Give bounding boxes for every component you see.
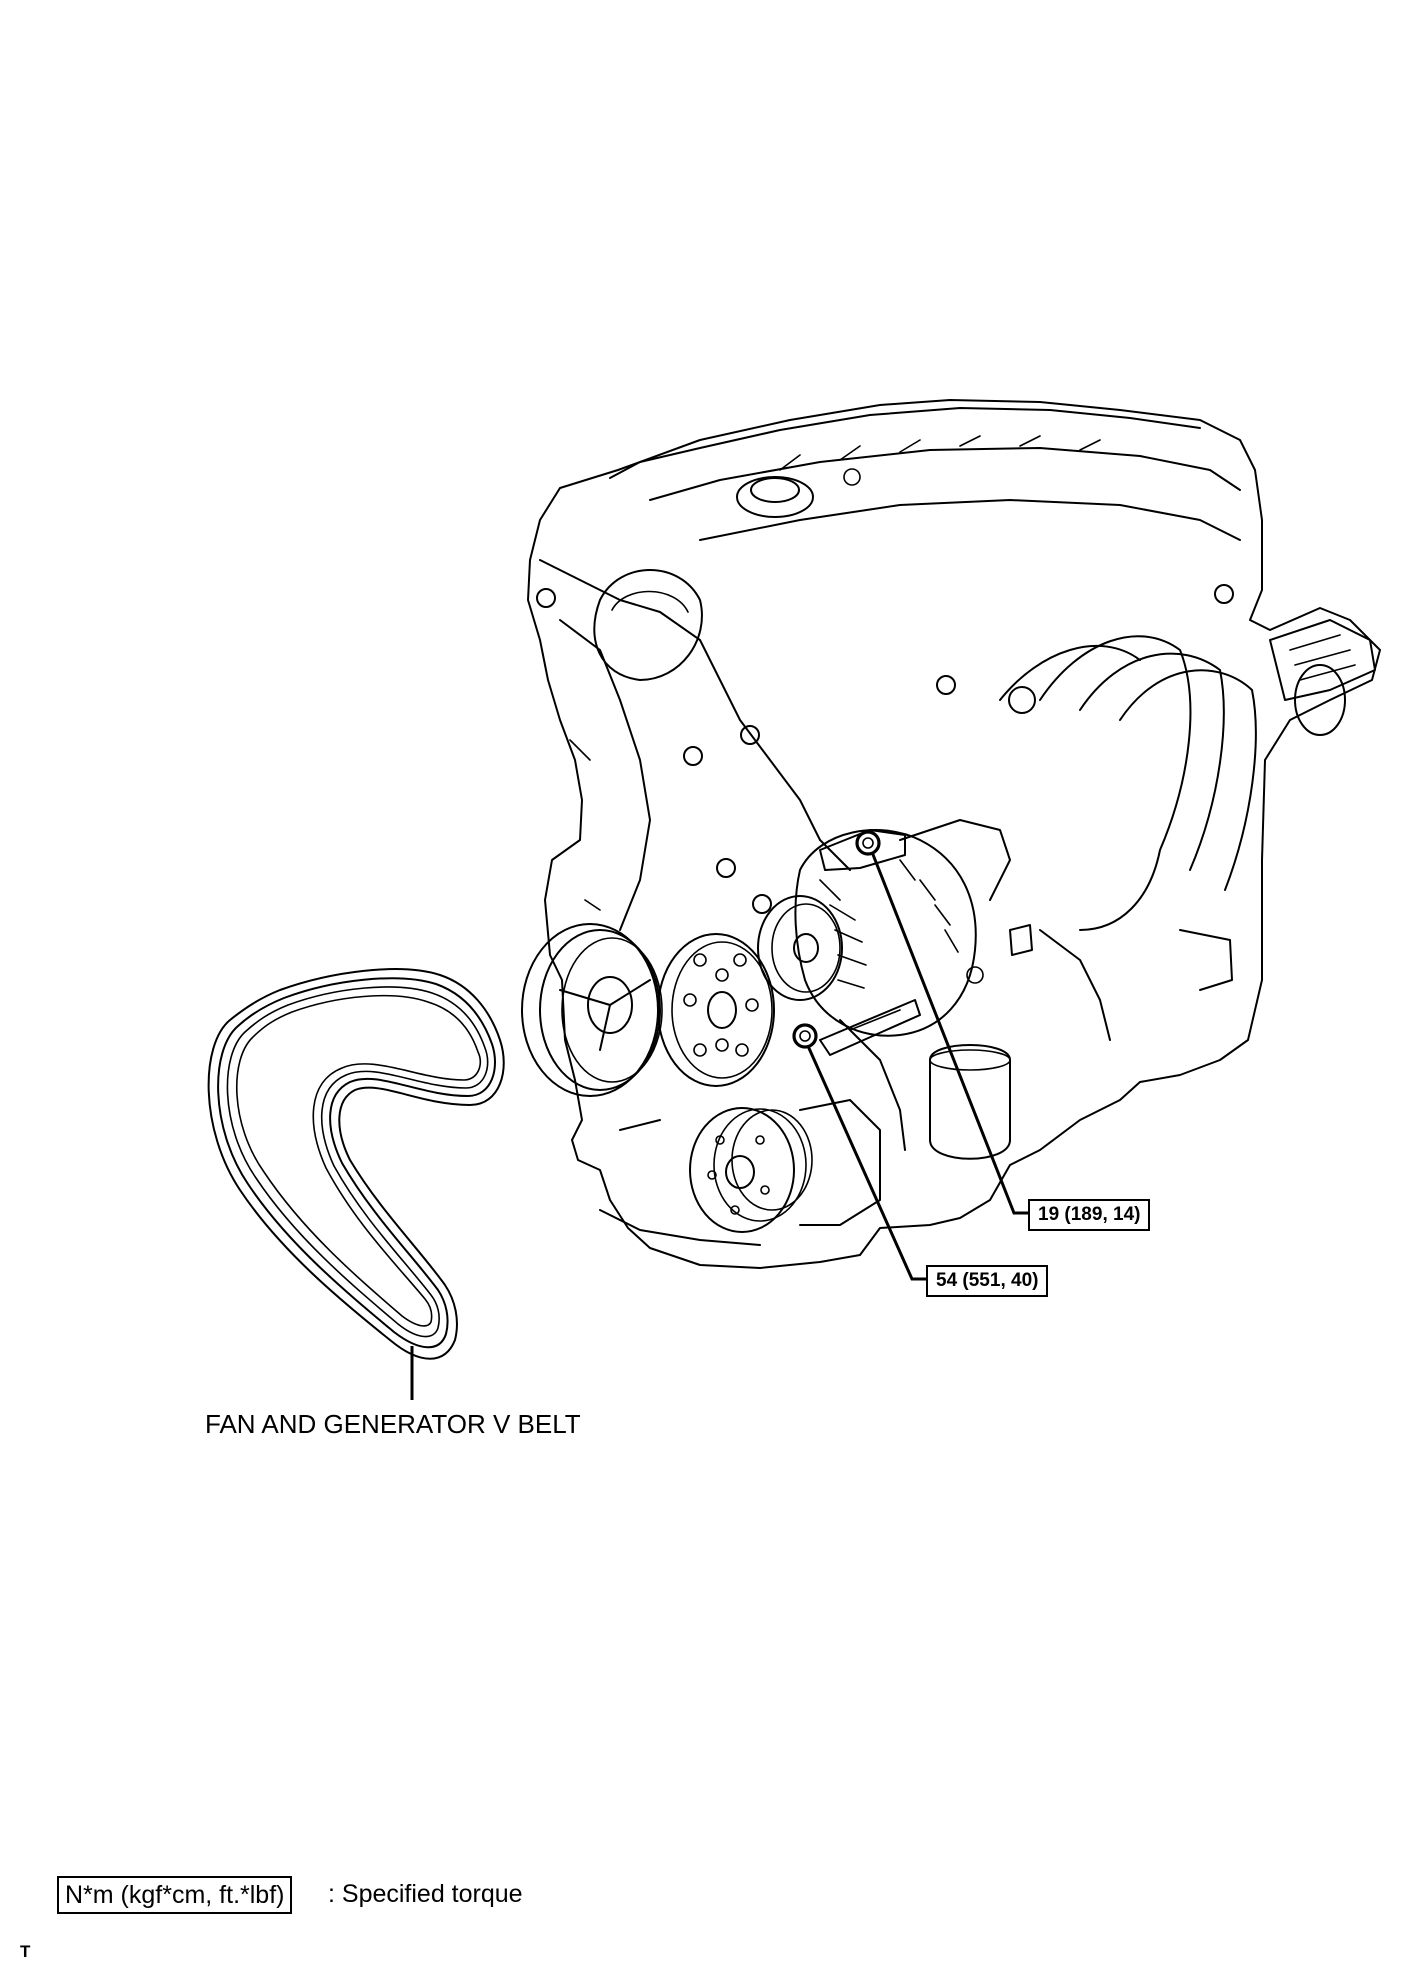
corner-mark: T <box>20 1942 31 1961</box>
leader-upper-bolt <box>870 851 1028 1215</box>
legend-description: : Specified torque <box>328 1880 523 1908</box>
water-pump-pulley <box>657 933 775 1087</box>
part-label-v-belt: FAN AND GENERATOR V BELT <box>205 1409 581 1439</box>
lower-bolt <box>792 1023 818 1049</box>
v-belt-drawing <box>207 968 505 1360</box>
leader-lines <box>410 851 1028 1400</box>
torque-callout-upper-bolt: 19 (189, 14) <box>1028 1199 1151 1231</box>
generator-pulley <box>757 895 843 1001</box>
legend-unit-box: N*m (kgf*cm, ft.*lbf) <box>57 1876 293 1914</box>
leader-lower-bolt <box>806 1045 926 1281</box>
engine-block-drawing <box>521 399 1381 1269</box>
upper-bolt <box>855 830 881 856</box>
compressor-pulley <box>689 1099 881 1233</box>
crankshaft-pulley <box>521 923 663 1097</box>
torque-callout-lower-bolt: 54 (551, 40) <box>926 1265 1049 1297</box>
